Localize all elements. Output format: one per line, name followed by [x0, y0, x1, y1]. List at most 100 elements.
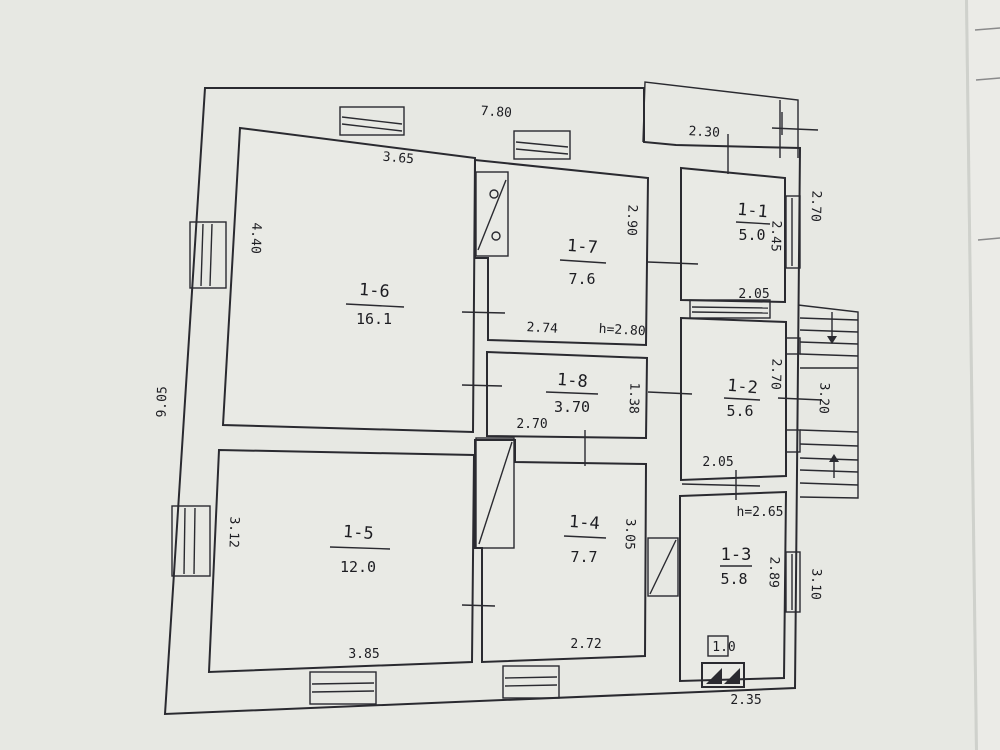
room-1-8-id: 1-8	[556, 370, 588, 392]
room-1-7	[474, 158, 650, 347]
window-pane	[515, 141, 569, 148]
room-labels: 1-1 5.0 1-2 5.6 1-3 5.8 1-4 7.7 1-5 12.0…	[329, 200, 771, 588]
dim-r17-right: 2.90	[623, 204, 639, 236]
porch-outline	[797, 304, 859, 499]
porch-step	[799, 429, 859, 433]
stove	[707, 635, 729, 657]
room-1-7-area: 7.6	[568, 270, 595, 288]
dim-outer-right-top: 2.70	[807, 190, 823, 222]
porch	[797, 304, 859, 499]
room-1-3	[679, 490, 788, 683]
window-pane	[504, 676, 558, 679]
window-pane	[341, 116, 403, 125]
dim-height-2: h=2.65	[737, 505, 784, 520]
door-mark	[647, 261, 699, 265]
dim-height-1: h=2.80	[598, 322, 646, 339]
dim-porch: 3.20	[815, 382, 831, 414]
dim-stove: 1.0	[712, 640, 735, 655]
window-pane	[193, 507, 196, 575]
dim-r15-left: 3.12	[225, 516, 241, 548]
dim-overall-depth: 9.05	[154, 386, 170, 418]
windows	[171, 106, 801, 705]
dim-r14-bottom: 2.72	[570, 637, 601, 652]
dim-r16-top: 3.65	[382, 150, 415, 168]
room-1-6-id: 1-6	[358, 280, 390, 302]
stove-hatch	[706, 668, 722, 684]
porch-step	[799, 353, 859, 357]
window-pane	[341, 123, 403, 132]
room-1-2-area: 5.6	[726, 402, 753, 420]
porch-step	[799, 317, 859, 321]
dim-r16-left: 4.40	[247, 222, 263, 254]
room-1-1-divider	[735, 221, 771, 225]
porch-step	[799, 341, 859, 345]
window	[785, 429, 801, 453]
dim-r15-bottom: 3.85	[348, 647, 379, 662]
porch-step	[799, 443, 859, 447]
window	[785, 195, 801, 269]
window-pane	[200, 223, 204, 287]
stove-base	[701, 662, 745, 688]
stair-diagonal	[649, 539, 677, 595]
dim-r13-right: 2.89	[765, 556, 781, 588]
wardrobe-diagonal	[477, 179, 507, 251]
room-1-5-area: 12.0	[340, 558, 376, 576]
door-mark	[647, 391, 693, 395]
dim-r12-right: 2.70	[767, 358, 783, 390]
window	[189, 221, 227, 289]
dim-outer-right-bottom: 3.10	[807, 568, 823, 600]
window-pane	[504, 684, 558, 687]
dim-r18-right: 1.38	[625, 382, 641, 414]
room-1-8-divider	[545, 391, 599, 395]
door-mark	[461, 384, 503, 387]
dim-r12-bottom: 2.05	[702, 455, 733, 470]
porch-step	[799, 469, 859, 473]
room-1-5-divider	[329, 546, 391, 550]
plan-drawing	[163, 81, 859, 716]
door-mark	[777, 397, 823, 401]
wardrobe-knob	[491, 231, 501, 241]
dimension-labels: 7.80 9.05 3.65 4.40 2.90 2.74 h=2.80 2.7…	[154, 104, 831, 708]
room-1-8-area: 3.70	[554, 398, 590, 416]
stove-hatch	[724, 668, 740, 684]
closet-diagonal	[478, 441, 513, 545]
window-pane	[209, 223, 213, 287]
room-1-2-id: 1-2	[726, 376, 758, 399]
window	[689, 299, 771, 319]
room-1-1-id: 1-1	[736, 200, 768, 223]
room-1-5-id: 1-5	[342, 522, 374, 544]
porch-step	[799, 457, 859, 461]
room-1-4-id: 1-4	[568, 512, 600, 534]
porch-step	[799, 482, 859, 486]
room-1-4-divider	[563, 535, 607, 539]
wardrobe	[475, 171, 509, 257]
underlay-line	[974, 27, 1000, 31]
dim-r11-bottom: 2.05	[738, 287, 769, 302]
dim-overall-width: 7.80	[480, 104, 512, 121]
room-1-7-divider	[559, 259, 607, 264]
window	[785, 337, 801, 355]
window-pane	[311, 682, 375, 685]
window-pane	[691, 311, 769, 314]
underlay-line	[975, 77, 1000, 81]
paper-underlay	[968, 0, 1000, 750]
window-pane	[515, 148, 569, 155]
room-1-4	[474, 439, 648, 664]
room-1-1-area: 5.0	[738, 226, 765, 244]
window	[171, 505, 211, 577]
porch-arrowhead	[827, 336, 837, 344]
wardrobe-knob	[489, 189, 499, 199]
window-pane	[183, 507, 186, 575]
doors	[461, 134, 823, 607]
dim-r11-right: 2.45	[767, 220, 783, 252]
room-1-7-id: 1-7	[566, 236, 598, 258]
closet	[475, 437, 515, 549]
dim-r18-bottom: 2.70	[516, 417, 547, 432]
dim-r14-right: 3.05	[621, 518, 637, 550]
room-1-8	[486, 350, 649, 440]
window-pane	[691, 306, 769, 309]
room-1-6	[221, 126, 477, 434]
porch-arrowhead	[829, 454, 839, 462]
